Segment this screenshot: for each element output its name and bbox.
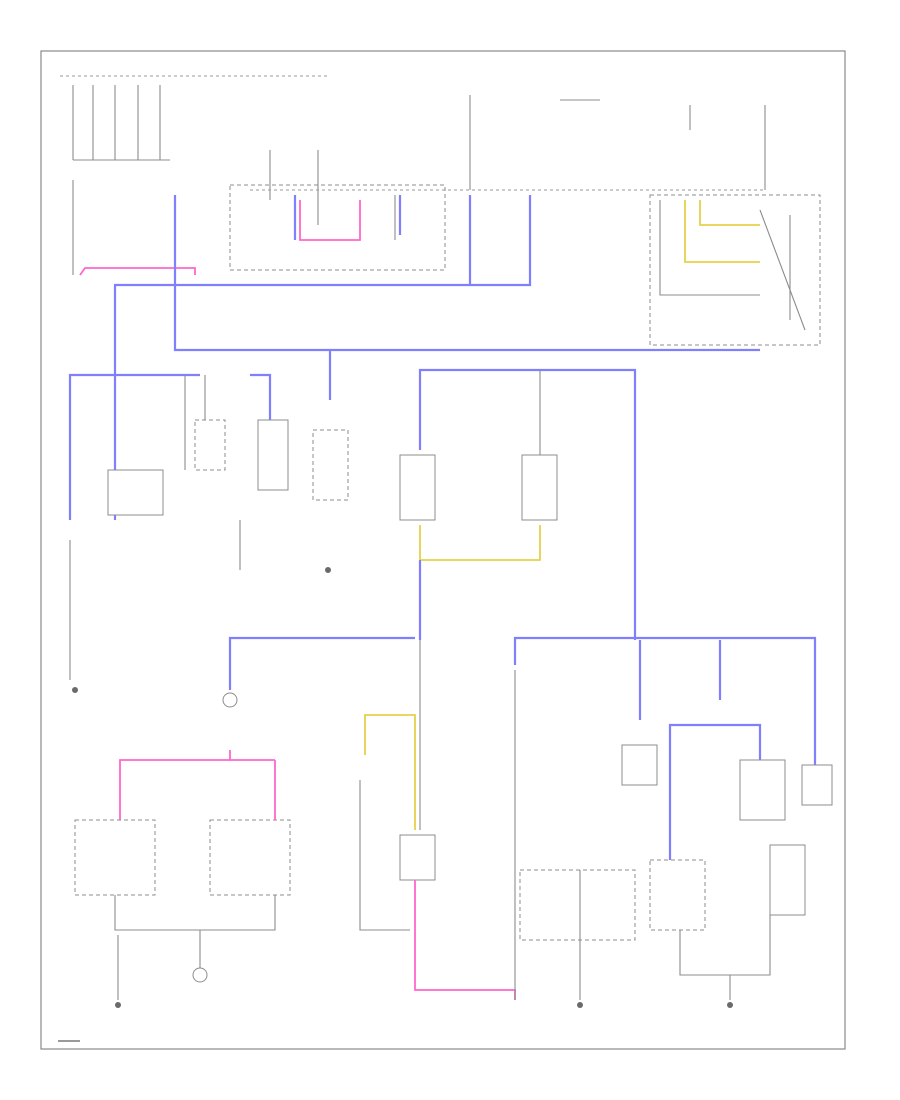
combination-switch (649, 105, 821, 346)
bottom-ground-left (114, 895, 276, 1008)
ignition-switch (250, 95, 765, 191)
trunk-light-switch (359, 640, 516, 1000)
rear-control-unit (514, 640, 658, 1008)
diagram-frame (40, 50, 846, 1050)
driver-seat-heater (312, 350, 349, 573)
left-ground (68, 373, 200, 693)
driver-control-unit (649, 640, 833, 1008)
fuse-relay-box (229, 150, 446, 271)
blue-lower-bus (228, 636, 415, 690)
right-combination-light (209, 760, 291, 896)
left-combination-light (74, 692, 275, 896)
rear-window-defogger-switch (194, 375, 226, 471)
top-left-fuse-block (60, 75, 330, 275)
center-junction (399, 368, 637, 640)
blue-main-feed (113, 195, 532, 520)
pass-seat-heater (239, 373, 289, 570)
pink-feed-wire (79, 267, 196, 276)
lighting-control-unit (107, 375, 186, 516)
blue-right-bus (513, 636, 817, 790)
blue-feed-2 (173, 195, 760, 352)
label-marks (58, 1040, 80, 1042)
